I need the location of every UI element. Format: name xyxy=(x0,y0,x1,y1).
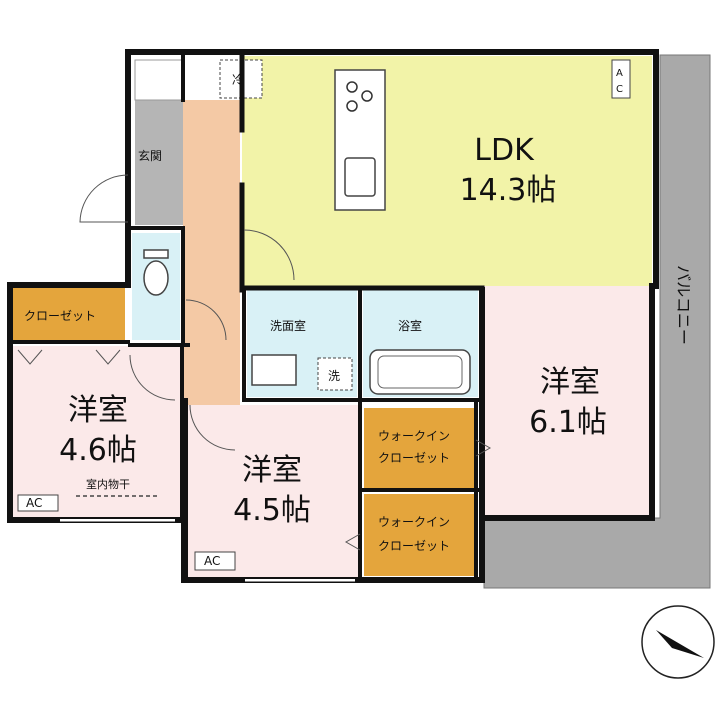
entrance-area xyxy=(135,100,183,225)
western-room-6-1-name: 洋室 xyxy=(540,365,600,400)
western-room-4-6 xyxy=(12,346,180,518)
closet-left-label: クローゼット xyxy=(24,309,96,323)
western-room-4-5-ac xyxy=(194,551,236,571)
bathtub-inner xyxy=(377,355,463,389)
ldk-ac-label-a: A xyxy=(616,68,623,79)
stove-burner-icon xyxy=(346,81,358,93)
bathtub-icon xyxy=(369,349,471,395)
western-room-4-5-ac-label: AC xyxy=(204,554,220,568)
ldk-ac-unit xyxy=(611,59,631,99)
north-arrow-icon xyxy=(641,605,715,679)
bathroom-label: 浴室 xyxy=(398,318,422,333)
wic2-line2: クローゼット xyxy=(378,539,450,553)
ldk-size: 14.3帖 xyxy=(460,173,557,208)
western-room-6-1 xyxy=(484,286,654,518)
balcony-area xyxy=(483,54,711,589)
toilet-icon xyxy=(143,260,169,296)
western-room-4-6-size: 4.6帖 xyxy=(59,433,137,468)
washbasin-icon xyxy=(251,354,297,386)
western-room-6-1-size: 6.1帖 xyxy=(529,405,607,440)
closet-left xyxy=(12,288,125,340)
ldk-ac-label-c: C xyxy=(616,84,623,95)
stove-burner-icon xyxy=(346,100,358,112)
indoor-drying-label: 室内物干 xyxy=(86,477,130,491)
washer-space xyxy=(317,357,353,391)
stove-burner-icon xyxy=(361,90,373,102)
windows xyxy=(60,517,355,583)
western-room-4-5-name: 洋室 xyxy=(242,453,302,488)
western-room-4-6-name: 洋室 xyxy=(68,393,128,428)
toilet-tank-icon xyxy=(143,249,169,259)
western-room-4-6-ac-label: AC xyxy=(26,496,42,510)
walk-in-closet-1 xyxy=(364,408,474,488)
wic1-line1: ウォークイン xyxy=(378,429,450,443)
wic2-line1: ウォークイン xyxy=(378,515,450,529)
entrance-shoe-area xyxy=(134,59,184,101)
ldk-room xyxy=(242,56,652,286)
walk-in-closet-2 xyxy=(364,494,474,576)
western-room-4-5 xyxy=(188,405,358,577)
door-swings xyxy=(17,174,492,551)
washroom-label: 洗面室 xyxy=(270,318,306,333)
western-room-4-5-size: 4.5帖 xyxy=(233,493,311,528)
western-room-4-6-ac xyxy=(17,494,59,512)
kitchen-sink-icon xyxy=(344,157,376,197)
corridor xyxy=(183,100,240,405)
balcony-label: バルコニー xyxy=(674,265,693,345)
washer-label: 洗 xyxy=(328,369,340,383)
entrance-label: 玄関 xyxy=(138,148,162,163)
ldk-name: LDK xyxy=(474,133,535,168)
wic1-line2: クローゼット xyxy=(378,451,450,465)
